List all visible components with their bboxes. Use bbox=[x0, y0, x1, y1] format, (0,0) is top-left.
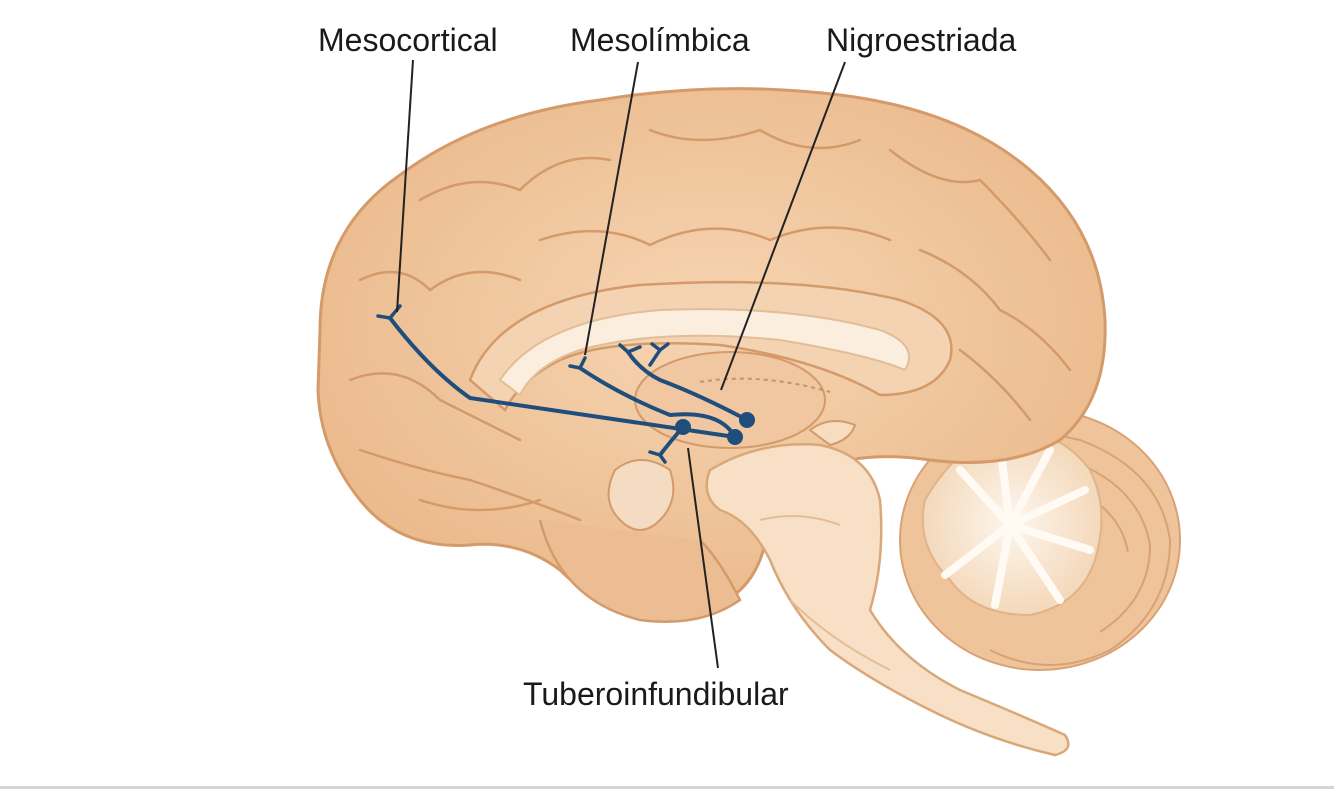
label-mesocortical: Mesocortical bbox=[318, 22, 498, 58]
label-tuberoinfundibular: Tuberoinfundibular bbox=[523, 676, 789, 712]
label-mesolimbica: Mesolímbica bbox=[570, 22, 750, 58]
arbor-vitae bbox=[921, 428, 1103, 617]
dopamine-pathways bbox=[376, 304, 755, 464]
bottom-divider bbox=[0, 786, 1334, 789]
gyri bbox=[348, 128, 1072, 522]
pituitary bbox=[607, 459, 675, 531]
label-nigroestriada: Nigroestriada bbox=[826, 22, 1017, 58]
leader-lines bbox=[396, 59, 846, 669]
corpus-callosum bbox=[498, 308, 911, 397]
pathway-nigrostriatal bbox=[626, 350, 749, 422]
brainstem bbox=[705, 420, 1070, 757]
cerebellum bbox=[899, 409, 1181, 671]
pathway-mesolimbic bbox=[578, 366, 737, 439]
cerebrum bbox=[316, 87, 1107, 623]
cingulate-gyrus bbox=[468, 280, 953, 412]
temporal-lobe bbox=[538, 519, 742, 623]
pathway-mesocortical bbox=[388, 316, 737, 439]
